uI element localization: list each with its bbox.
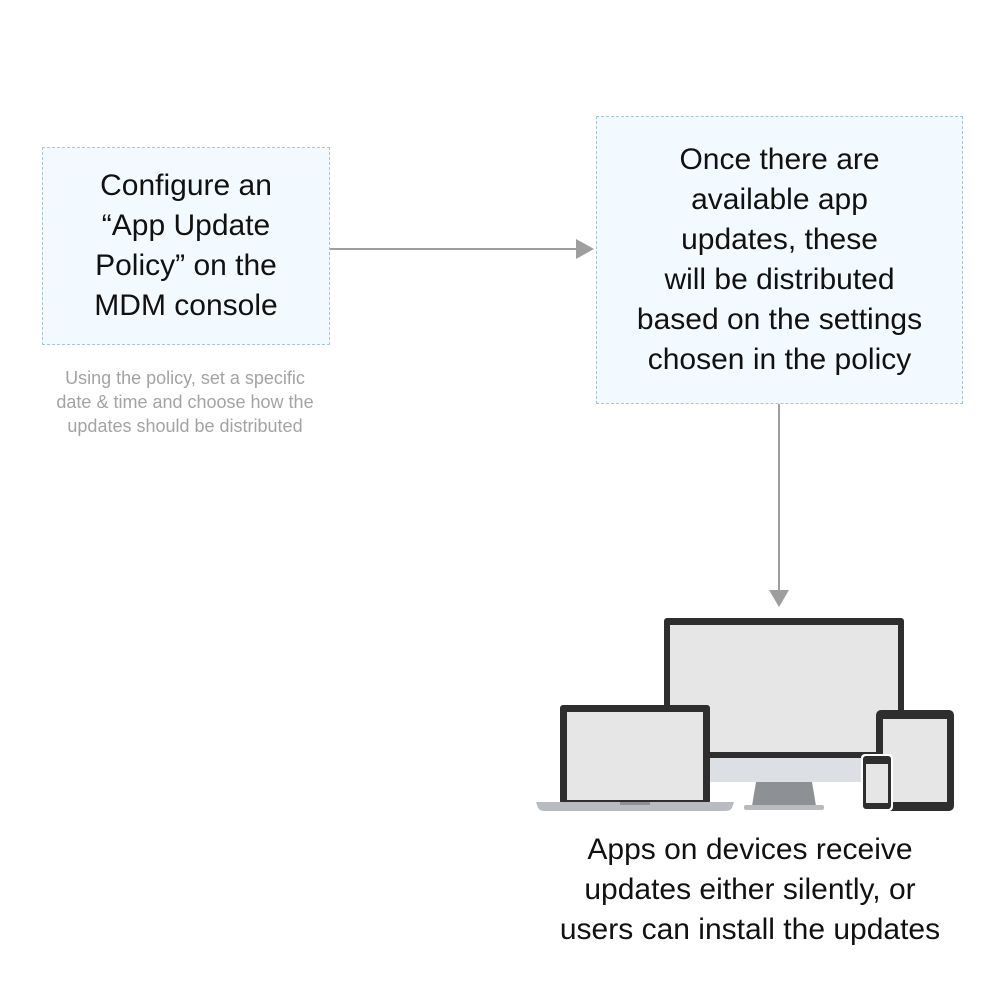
distribute-updates-box: Once there are available app updates, th… [596, 116, 963, 404]
phone-icon [861, 754, 893, 811]
configure-policy-box: Configure an “App Update Policy” on the … [42, 147, 330, 345]
laptop-icon [536, 705, 734, 811]
arrow-distribute-to-devices [769, 404, 789, 607]
configure-policy-text: Configure an “App Update Policy” on the … [94, 169, 278, 322]
desktop-monitor-icon [664, 618, 904, 810]
distribute-updates-text: Once there are available app updates, th… [636, 143, 923, 376]
tablet-icon [876, 710, 954, 811]
arrow-configure-to-distribute [330, 239, 594, 259]
configure-policy-note: Using the policy, set a specific date & … [56, 368, 314, 436]
receive-updates-text: Apps on devices receive updates either s… [559, 833, 941, 946]
